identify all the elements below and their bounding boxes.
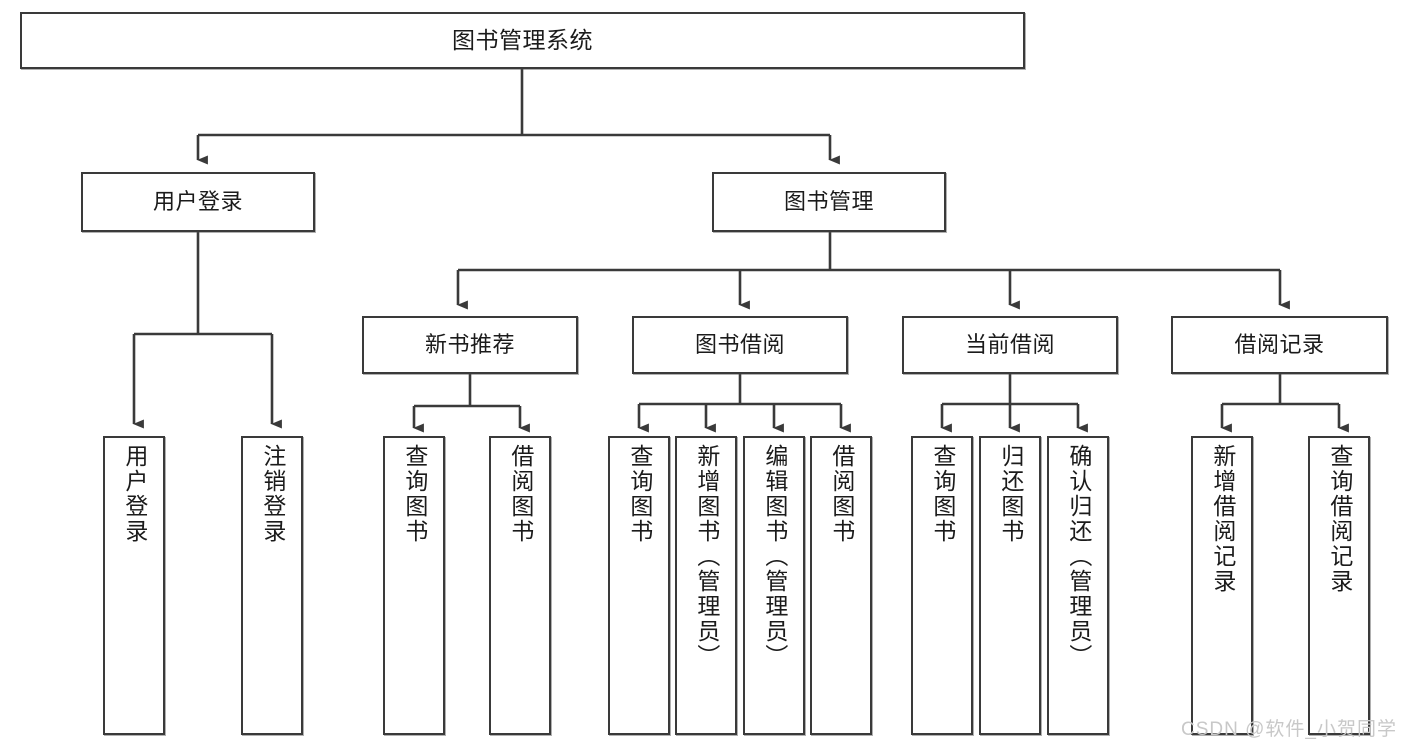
leaf-borrow-book-1[interactable]: 借阅图书 — [489, 436, 551, 735]
leaf-query-record[interactable]: 查询借阅记录 — [1308, 436, 1370, 735]
node-current-borrow[interactable]: 当前借阅 — [902, 316, 1118, 374]
node-user-login[interactable]: 用户登录 — [81, 172, 315, 232]
leaf-edit-book-label: 编辑图书（管理员） — [761, 444, 788, 669]
node-new-book-recommend-label: 新书推荐 — [424, 331, 515, 357]
leaf-confirm-return[interactable]: 确认归还（管理员） — [1047, 436, 1109, 735]
node-book-borrow[interactable]: 图书借阅 — [632, 316, 848, 374]
leaf-edit-book[interactable]: 编辑图书（管理员） — [743, 436, 805, 735]
leaf-query-book-3[interactable]: 查询图书 — [911, 436, 973, 735]
leaf-confirm-return-label: 确认归还（管理员） — [1065, 444, 1092, 669]
leaf-return-book[interactable]: 归还图书 — [979, 436, 1041, 735]
node-root-label: 图书管理系统 — [452, 26, 593, 53]
leaf-query-book-1[interactable]: 查询图书 — [383, 436, 445, 735]
node-borrow-record-label: 借阅记录 — [1234, 331, 1325, 357]
node-book-borrow-label: 图书借阅 — [694, 331, 785, 357]
node-current-borrow-label: 当前借阅 — [964, 331, 1055, 357]
leaf-add-record-label: 新增借阅记录 — [1209, 444, 1236, 594]
leaf-logout[interactable]: 注销登录 — [241, 436, 303, 735]
leaf-query-book-1-label: 查询图书 — [401, 444, 428, 544]
leaf-borrow-book-1-label: 借阅图书 — [507, 444, 534, 544]
leaf-borrow-book-2[interactable]: 借阅图书 — [810, 436, 872, 735]
leaf-user-login-label: 用户登录 — [121, 444, 148, 544]
leaf-user-login[interactable]: 用户登录 — [103, 436, 165, 735]
node-borrow-record[interactable]: 借阅记录 — [1171, 316, 1388, 374]
node-root[interactable]: 图书管理系统 — [20, 12, 1025, 69]
leaf-return-book-label: 归还图书 — [997, 444, 1024, 544]
node-user-login-label: 用户登录 — [152, 188, 243, 214]
leaf-query-book-2[interactable]: 查询图书 — [608, 436, 670, 735]
node-book-manage[interactable]: 图书管理 — [712, 172, 946, 232]
leaf-add-record[interactable]: 新增借阅记录 — [1191, 436, 1253, 735]
leaf-add-book-label: 新增图书（管理员） — [693, 444, 720, 669]
leaf-query-book-2-label: 查询图书 — [626, 444, 653, 544]
leaf-logout-label: 注销登录 — [259, 444, 286, 544]
leaf-query-book-3-label: 查询图书 — [929, 444, 956, 544]
node-book-manage-label: 图书管理 — [783, 188, 874, 214]
node-new-book-recommend[interactable]: 新书推荐 — [362, 316, 578, 374]
leaf-query-record-label: 查询借阅记录 — [1326, 444, 1353, 594]
leaf-borrow-book-2-label: 借阅图书 — [828, 444, 855, 544]
leaf-add-book[interactable]: 新增图书（管理员） — [675, 436, 737, 735]
